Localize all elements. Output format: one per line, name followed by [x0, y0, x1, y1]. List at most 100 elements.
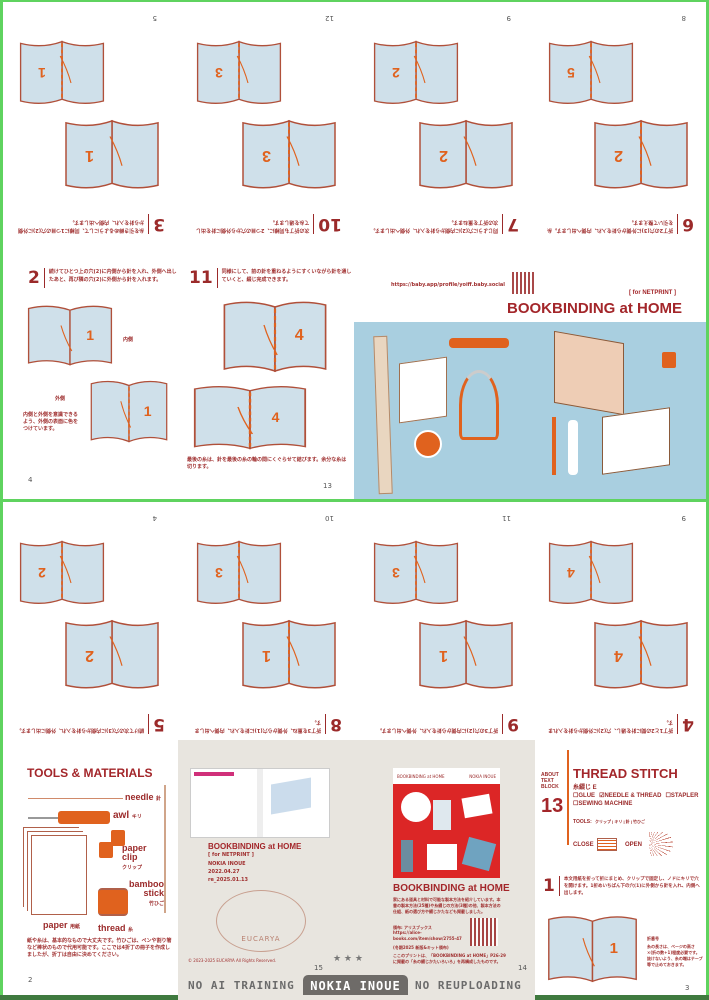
open-fan-book-icon	[649, 832, 673, 856]
copyright: © 2023-2025 EUCARYA All Rights Reserved.	[188, 958, 277, 963]
step-note: 内側と外側を意識できるよう、外側の表面に色をつけています。	[23, 412, 79, 432]
mini-cover-title: BOOKBINDING at HOME	[397, 774, 445, 779]
material-checkbox[interactable]: ☐SEWING MACHINE	[573, 800, 632, 807]
open-book-illustration: 4	[591, 617, 691, 695]
tool-jp: 用紙	[70, 924, 81, 930]
book-page-label: 4	[614, 646, 623, 664]
material-checkbox[interactable]: ☐STAPLER	[665, 792, 698, 799]
open-book-illustration: 3	[371, 538, 461, 610]
no-reuploading: NO REUPLOADING	[415, 979, 522, 992]
open-book-illustration: 1	[25, 300, 115, 368]
step-number: 10	[313, 214, 342, 234]
step-number: 1	[543, 876, 560, 896]
step-text: 同様にして、前の針を重ねるようにすくいながら針を通していくと、綴じ完成できます。	[221, 269, 352, 283]
back-date-1: 2022.04.27	[208, 869, 240, 875]
page-number-right: 14	[518, 964, 527, 972]
step-text: 折丁3を重ね、外側から穴(1)に針を入れ、内側へ出します。	[194, 719, 322, 733]
book-page-label: 2	[392, 65, 400, 82]
open-book-illustration: 2	[371, 38, 461, 110]
checkbox-icon: ☐	[573, 793, 579, 799]
book-page-label: 1	[262, 646, 271, 664]
open-book-illustration: 4	[190, 380, 310, 452]
tools-note: 紙や糸は、基本的なもので大丈夫です。竹ひごは、ペンや割り箸など棒状のもので代用可…	[27, 938, 172, 958]
awl-icon	[28, 817, 58, 819]
page-number: 2	[28, 976, 33, 984]
back-cover: BOOKBINDING at HOME [ for NETPRINT ] NOK…	[178, 740, 535, 1000]
step-11: 11 同様にして、前の針を重ねるようにすくいながら針を通していくと、綴じ完成でき…	[189, 268, 354, 288]
tools-illustration-panel	[354, 322, 706, 499]
tool-en: bamboo stick	[129, 879, 164, 898]
tool-en: paper	[43, 920, 68, 930]
step-note: 最後の糸は、針を最後の糸の輪の間にくぐらせて結びます。余分な糸は切ります。	[187, 457, 347, 470]
step-number: 7	[502, 214, 519, 234]
qr-code[interactable]	[470, 918, 498, 946]
watermark-banner: NO AI TRAINING NOKIA INOUE NO REUPLOADIN…	[180, 975, 530, 995]
step-2: 2 続けてひとつ上の穴(2)に内側から針を入れ、外側へ出したあと、再び隣の穴(2…	[28, 268, 177, 288]
closed-book-icon	[597, 838, 617, 851]
mini-cover-image	[393, 784, 500, 878]
block-number: 13	[541, 795, 564, 817]
book-page-label: 4	[294, 327, 304, 344]
page-number: 9	[681, 514, 686, 522]
page-number: 5	[152, 14, 157, 22]
material-checkbox[interactable]: ☐GLUE	[573, 792, 595, 799]
tool-thread: thread 糸	[98, 923, 133, 933]
open-book-illustration: 2	[17, 538, 107, 610]
cover: https://baby.app/profile/yoiff.baby.soci…	[354, 250, 706, 499]
technique-title: THREAD STITCH	[573, 766, 678, 781]
cover-url[interactable]: https://baby.app/profile/yoiff.baby.soci…	[391, 282, 506, 288]
material-label: GLUE	[578, 793, 596, 799]
qr-code[interactable]	[512, 272, 534, 294]
tools-list: クリップ | キリ | 針 | 竹ひご	[595, 819, 646, 824]
checked-box-icon: ☑	[599, 793, 605, 799]
step-number: 8	[325, 714, 342, 734]
book-page-label: 1	[609, 940, 618, 957]
tool-jp: キリ	[131, 814, 142, 820]
tool-en: paper clip	[122, 843, 147, 862]
paper-clip-icon	[111, 830, 125, 846]
tool-jp: クリップ	[122, 865, 143, 871]
materials-list: ☐GLUE☑NEEDLE & THREAD☐STAPLER☐SEWING MAC…	[573, 792, 703, 807]
sewn-book-icon	[602, 407, 670, 475]
fold-note: 糸の長さは、ページの高さ×(折の数+1)程度必要です。抜けないよう、糸の端はテー…	[647, 944, 703, 967]
page-number: 4	[152, 514, 157, 522]
step-number: 2	[28, 268, 45, 288]
page-number-left: 15	[314, 964, 323, 972]
needle-icon	[28, 798, 123, 799]
material-checkbox[interactable]: ☑NEEDLE & THREAD	[599, 792, 661, 799]
step-text: 続けて次の穴(3)に内側から針を入れ、外側に出します。	[16, 727, 145, 733]
back-subtitle: [ for NETPRINT ]	[208, 852, 254, 858]
tools-label: TOOLS:	[573, 819, 592, 825]
page-number: 13	[323, 482, 332, 490]
open-book-illustration: 3	[194, 38, 284, 110]
checkbox-icon: ☐	[573, 801, 579, 807]
step-text: 次の折丁も同様に、2つ目の穴から外側に針を出して糸を通します。	[195, 219, 310, 233]
step-text: 折丁1と2の間に針を通し、穴(2)に外側から針を入れます。	[548, 719, 674, 733]
page-tools-materials: TOOLS & MATERIALS needle 針 awl キリ paper …	[3, 740, 178, 995]
frame-middle	[0, 499, 709, 502]
right-title: BOOKBINDING at HOME	[393, 883, 510, 894]
step-text: 同じように穴(2)に内側から針を入れ、外側へ出します。次の折丁を重ねます。	[370, 219, 499, 233]
bamboo-stick-icon	[164, 785, 166, 913]
open-book-illustration: 2	[62, 617, 162, 695]
binder-clip-icon	[662, 352, 676, 368]
open-label: OPEN	[625, 842, 643, 848]
tool-awl: awl キリ	[113, 810, 142, 821]
book-page-label: 3	[215, 65, 223, 82]
publisher-url[interactable]: https://alice-books.com/item/show/2755-4…	[393, 930, 462, 941]
cover-subtitle: [ for NETPRINT ]	[629, 290, 676, 296]
book-page-label: 1	[38, 65, 46, 82]
open-book-illustration: 4	[220, 295, 330, 375]
step-number: 4	[677, 714, 694, 734]
page-number: 3	[685, 984, 690, 992]
